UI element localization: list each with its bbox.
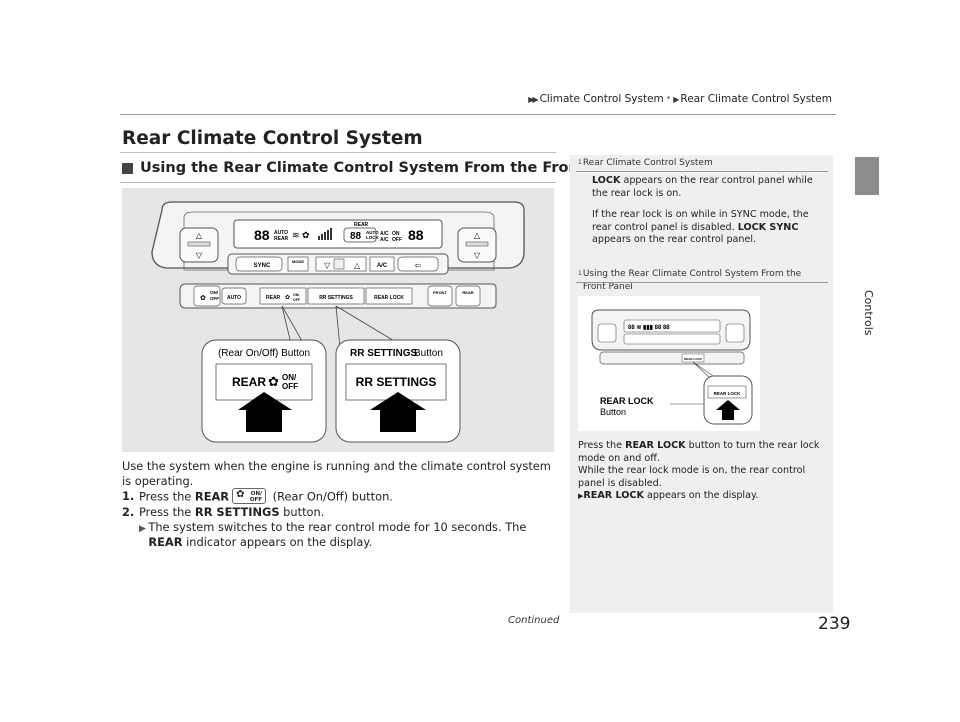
svg-text:A/C: A/C (380, 237, 389, 243)
note-title: Using the Rear Climate Control System Fr… (582, 269, 802, 292)
breadcrumb-star: * (666, 95, 671, 103)
svg-text:▽: ▽ (196, 251, 203, 260)
svg-text:▽: ▽ (324, 261, 331, 270)
svg-text:88 ≋ ▮▮▮ 88 88: 88 ≋ ▮▮▮ 88 88 (628, 325, 670, 331)
zoom-rear-on: ON/ (282, 373, 297, 382)
side-label-rear-lock: REAR LOCK (600, 396, 654, 406)
zoom-rear-off: OFF (282, 382, 298, 391)
zoom-rr-settings-text: RR SETTINGS (356, 375, 437, 389)
mode-button: MODE (292, 259, 304, 264)
section-divider (120, 182, 556, 183)
breadcrumb: ▶▶ Climate Control System* ▶ Rear Climat… (528, 93, 832, 105)
breadcrumb-part-2: Rear Climate Control System (680, 93, 832, 105)
svg-text:⇦: ⇦ (415, 261, 422, 270)
display-off: OFF (392, 237, 402, 243)
note-rear-climate-body: LOCK appears on the rear control panel w… (592, 175, 813, 245)
auto-button: AUTO (227, 295, 241, 301)
intro-text: Use the system when the engine is runnin… (122, 459, 551, 488)
section-tab (855, 157, 879, 195)
callout-rr-settings-text: Button (414, 348, 443, 359)
sync-button: SYNC (254, 263, 271, 269)
section-tab-label: Controls (862, 290, 875, 336)
callout-rear-onoff-label: (Rear On/Off) Button (218, 348, 310, 359)
svg-text:✿: ✿ (285, 294, 290, 301)
rear-onoff-button: REAR (266, 295, 281, 301)
ac-button: A/C (377, 263, 388, 269)
side-label-button: Button (600, 407, 626, 417)
display-auto: AUTO (274, 230, 288, 236)
continued-label: Continued (508, 615, 560, 626)
svg-text:✿: ✿ (268, 374, 279, 389)
step-1: 1. Press the REAR✿ON/OFF (Rear On/Off) b… (122, 488, 393, 504)
note-title: Rear Climate Control System (582, 158, 713, 168)
control-panel-illustration: △ ▽ △ ▽ 88 AUTO REAR ≋ ✿ 88 REAR AUTO LO… (122, 188, 554, 452)
step-2-result: ▶ The system switches to the rear contro… (139, 520, 527, 549)
svg-text:ON/: ON/ (293, 293, 299, 297)
svg-text:88: 88 (254, 227, 270, 243)
rear-onoff-inline-icon: ✿ON/OFF (232, 488, 267, 504)
rear-lock-button: REAR LOCK (374, 295, 404, 301)
zoom-rear-text: REAR (232, 375, 266, 389)
breadcrumb-part-1: Climate Control System (539, 93, 664, 105)
svg-text:88: 88 (350, 231, 362, 242)
display-rear-small: REAR (274, 236, 289, 242)
section-heading-text: Using the Rear Climate Control System Fr… (140, 160, 636, 176)
rear-defrost-button: REAR (462, 290, 473, 295)
page-number: 239 (818, 614, 851, 634)
breadcrumb-arrow-icon: ▶▶ (528, 94, 538, 104)
side-zoom-rear-lock: REAR LOCK (714, 391, 741, 396)
svg-text:REAR LOCK: REAR LOCK (684, 357, 703, 361)
rr-settings-button: RR SETTINGS (319, 295, 353, 301)
display-auto-2: AUTO (366, 230, 379, 235)
svg-text:88: 88 (408, 227, 424, 243)
note-arrow-icon: ▶ (578, 492, 584, 500)
breadcrumb-arrow-icon: ▶ (673, 94, 679, 104)
rear-lock-illustration: 88 ≋ ▮▮▮ 88 88 REAR LOCK REAR LOCK REAR … (578, 296, 760, 431)
svg-text:≋ ✿: ≋ ✿ (292, 230, 310, 240)
callout-rr-settings-bold: RR SETTINGS (350, 348, 418, 359)
svg-text:OFF: OFF (293, 298, 301, 302)
svg-text:△: △ (196, 231, 203, 240)
display-rear-top: REAR (354, 222, 369, 228)
note-front-panel-body: Press the REAR LOCK button to turn the r… (578, 440, 820, 501)
section-heading: Using the Rear Climate Control System Fr… (122, 160, 636, 176)
svg-text:ON/: ON/ (210, 290, 219, 295)
step-2: 2. Press the RR SETTINGS button. (122, 505, 325, 519)
title-divider (120, 152, 556, 153)
page-title: Rear Climate Control System (122, 128, 423, 149)
header-divider (120, 114, 836, 115)
display-ac: A/C (380, 231, 389, 237)
result-arrow-icon: ▶ (139, 524, 146, 534)
svg-text:✿: ✿ (200, 295, 206, 302)
svg-text:△: △ (354, 261, 361, 270)
front-defrost-button: FRONT (433, 290, 447, 295)
svg-text:△: △ (474, 231, 481, 240)
instructions: Use the system when the engine is runnin… (122, 459, 554, 550)
svg-text:▽: ▽ (474, 251, 481, 260)
svg-text:OFF: OFF (210, 296, 219, 301)
display-lock: LOCK (366, 235, 379, 240)
section-marker-icon (122, 162, 133, 174)
display-on: ON (392, 231, 400, 237)
